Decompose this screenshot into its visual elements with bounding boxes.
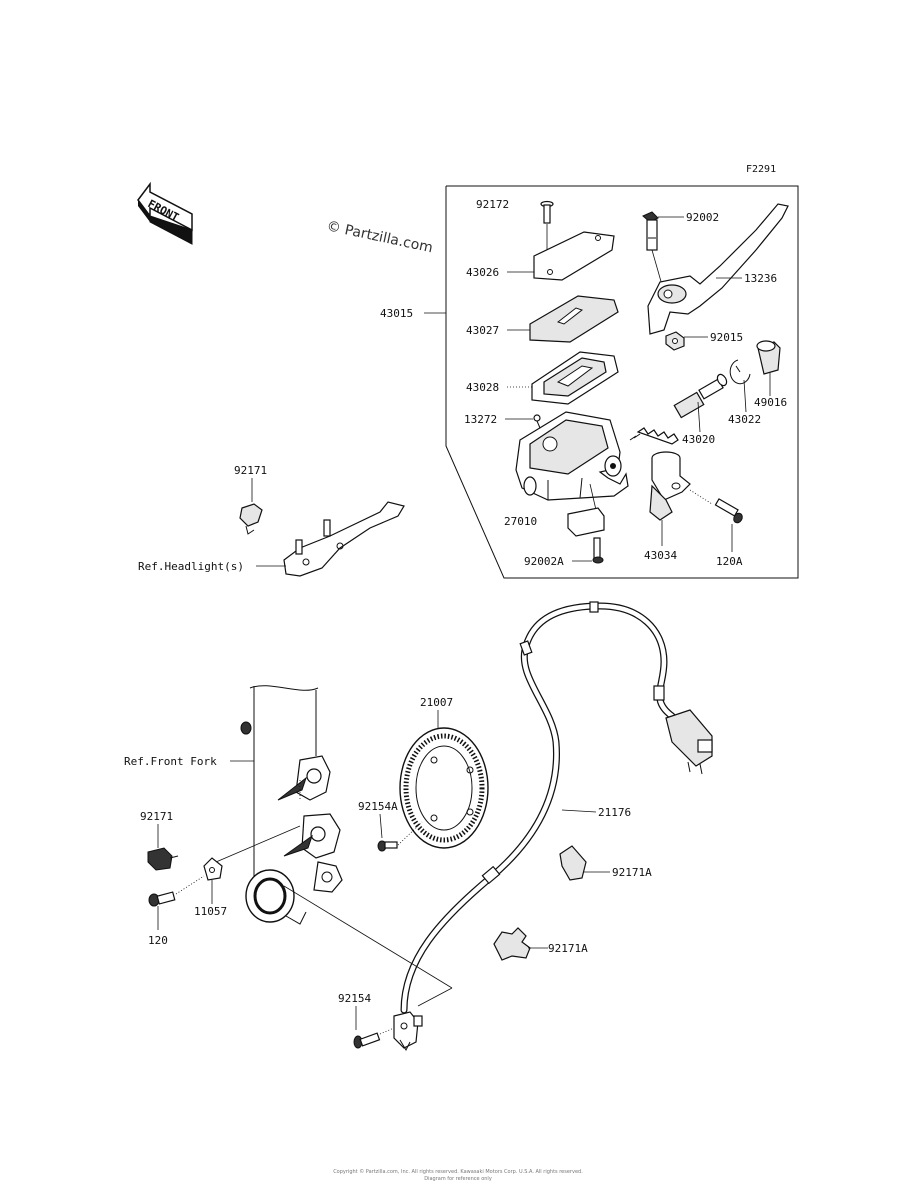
label-43026: 43026 bbox=[466, 266, 499, 279]
label-92015: 92015 bbox=[710, 331, 743, 344]
footer-note: Diagram for reference only bbox=[424, 1176, 492, 1182]
label-43027: 43027 bbox=[466, 324, 499, 337]
circlip-43022-icon bbox=[729, 359, 751, 385]
footer-copyright: Copyright © Partzilla.com, Inc. All righ… bbox=[333, 1168, 583, 1175]
plate-43027-icon bbox=[529, 295, 619, 343]
label-13272: 13272 bbox=[464, 413, 497, 426]
label-92171a-b: 92171A bbox=[548, 942, 588, 955]
label-92154: 92154 bbox=[338, 992, 371, 1005]
clamp-92002a-icon bbox=[567, 507, 605, 564]
bolt-120-icon bbox=[148, 891, 176, 907]
label-92171-left: 92171 bbox=[140, 810, 173, 823]
label-49016: 49016 bbox=[754, 396, 787, 409]
clamp-43034-icon bbox=[649, 451, 691, 521]
nut-92015-icon bbox=[665, 331, 685, 351]
master-cylinder-box bbox=[445, 185, 799, 579]
clip-92171a-b-icon bbox=[493, 927, 531, 961]
label-92002: 92002 bbox=[686, 211, 719, 224]
headlight-bracket-icon bbox=[283, 501, 405, 577]
label-11057: 11057 bbox=[194, 905, 227, 918]
bolt-120a-icon bbox=[689, 489, 743, 524]
label-43028: 43028 bbox=[466, 381, 499, 394]
front-fork-icon bbox=[240, 685, 343, 925]
label-43034: 43034 bbox=[644, 549, 677, 562]
piston-43020-icon bbox=[629, 373, 728, 445]
label-92171-top: 92171 bbox=[234, 464, 267, 477]
clip-92171-top-icon bbox=[239, 503, 263, 535]
label-21007: 21007 bbox=[420, 696, 453, 709]
label-43015: 43015 bbox=[380, 307, 413, 320]
diaphragm-43028-icon bbox=[531, 351, 619, 405]
label-92172: 92172 bbox=[476, 198, 509, 211]
screw-13272-icon bbox=[533, 414, 541, 429]
label-120a: 120A bbox=[716, 555, 743, 568]
label-ref-headlight: Ref.Headlight(s) bbox=[138, 560, 244, 573]
figure-code: F2291 bbox=[746, 164, 776, 175]
label-21176: 21176 bbox=[598, 806, 631, 819]
sensor-rotor-21007-icon bbox=[399, 727, 489, 849]
abs-sensor-head-icon bbox=[393, 1011, 423, 1052]
brake-lever-13236-icon bbox=[647, 203, 789, 335]
bracket-11057-icon bbox=[203, 857, 223, 881]
front-arrow-icon: FRONT bbox=[137, 181, 193, 245]
boot-49016-icon bbox=[756, 340, 781, 375]
label-120: 120 bbox=[148, 934, 168, 947]
screw-92172-icon bbox=[540, 200, 554, 224]
abs-sensor-wire-icon bbox=[400, 601, 713, 1014]
label-27010: 27010 bbox=[504, 515, 537, 528]
label-13236: 13236 bbox=[744, 272, 777, 285]
watermark: © Partzilla.com bbox=[325, 218, 434, 256]
clip-92171-left-icon bbox=[147, 847, 179, 871]
label-92171a-a: 92171A bbox=[612, 866, 652, 879]
master-cylinder-body-icon bbox=[515, 411, 629, 501]
screw-92154-icon bbox=[353, 1032, 381, 1049]
label-43022: 43022 bbox=[728, 413, 761, 426]
label-43020: 43020 bbox=[682, 433, 715, 446]
pivot-bolt-92002-icon bbox=[642, 211, 659, 251]
clip-92171a-a-icon bbox=[559, 845, 587, 881]
label-92154a: 92154A bbox=[358, 800, 398, 813]
cap-43026-icon bbox=[533, 231, 615, 281]
label-ref-front-fork: Ref.Front Fork bbox=[124, 755, 217, 768]
screw-92154a-icon bbox=[377, 840, 398, 852]
label-92002a: 92002A bbox=[524, 555, 564, 568]
